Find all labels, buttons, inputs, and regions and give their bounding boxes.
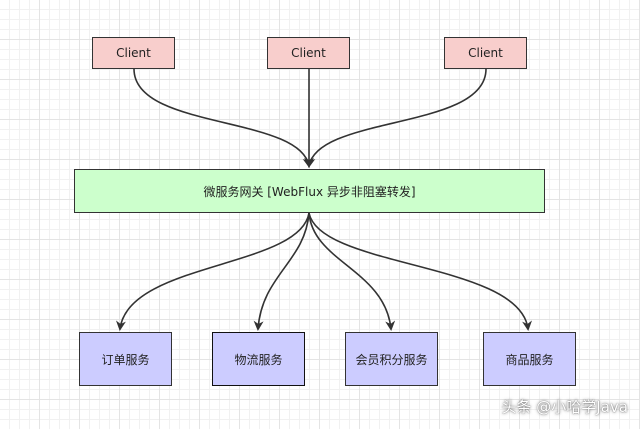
client-node-2[interactable]: Client — [267, 37, 350, 69]
client-node-1[interactable]: Client — [92, 37, 175, 69]
service-node-member-points-label: 会员积分服务 — [355, 352, 428, 367]
service-node-product[interactable]: 商品服务 — [483, 332, 576, 386]
client-node-2-label: Client — [291, 46, 326, 60]
watermark-text: 头条 @小哈学Java — [501, 398, 628, 416]
client-node-3-label: Client — [468, 46, 503, 60]
edge-client-3-to-gateway — [305, 68, 487, 168]
gateway-node[interactable]: 微服务网关 [WebFlux 异步非阻塞转发] — [74, 169, 545, 213]
edge-gateway-to-service-2 — [253, 212, 310, 331]
edge-client-1-to-gateway — [133, 68, 313, 168]
edge-gateway-to-service-4 — [308, 212, 532, 331]
service-node-member-points[interactable]: 会员积分服务 — [345, 332, 438, 386]
service-node-order-label: 订单服务 — [101, 352, 150, 367]
service-node-order[interactable]: 订单服务 — [79, 332, 172, 386]
service-node-logistics-label: 物流服务 — [234, 352, 283, 367]
service-node-logistics[interactable]: 物流服务 — [212, 332, 305, 386]
edge-gateway-to-service-3 — [308, 212, 396, 331]
service-node-product-label: 商品服务 — [505, 352, 554, 367]
client-node-1-label: Client — [116, 46, 151, 60]
gateway-node-label: 微服务网关 [WebFlux 异步非阻塞转发] — [203, 184, 416, 199]
edge-gateway-to-service-1 — [116, 212, 310, 331]
client-node-3[interactable]: Client — [444, 37, 527, 69]
